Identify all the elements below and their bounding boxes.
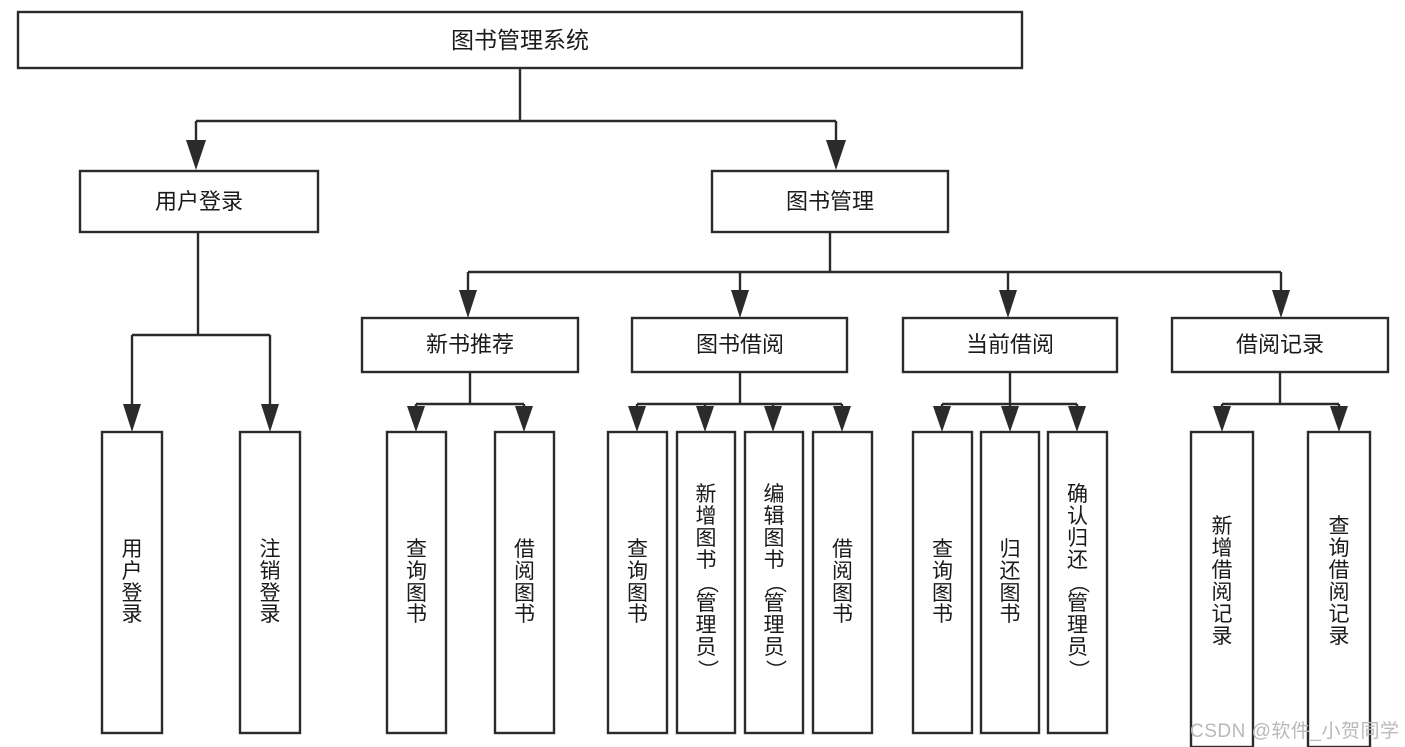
connector-current-to-leaves	[933, 372, 1086, 432]
node-user-login-label: 用户登录	[155, 189, 243, 214]
leaf-edit-book-admin[interactable]	[743, 430, 805, 735]
node-book-borrow[interactable]	[630, 316, 849, 374]
leaf-query-book-nbr[interactable]	[385, 430, 448, 735]
connector-bookmgmt-to-level3	[459, 232, 1290, 318]
watermark: CSDN @软件_小贺同学	[1190, 721, 1400, 742]
leaf-return-book[interactable]	[979, 430, 1041, 735]
node-user-login[interactable]	[78, 169, 320, 234]
connector-userlogin-to-leaves	[123, 232, 279, 432]
connector-record-to-leaves	[1213, 372, 1348, 432]
leaf-borrow-book-nbr[interactable]	[493, 430, 556, 735]
leaf-borrow-book-bb[interactable]	[811, 430, 874, 735]
node-root[interactable]	[16, 10, 1024, 70]
node-current-borrow[interactable]	[901, 316, 1119, 374]
leaf-add-book-admin[interactable]	[675, 430, 737, 735]
node-borrow-record[interactable]	[1170, 316, 1390, 374]
node-borrow-record-label: 借阅记录	[1236, 332, 1324, 357]
node-book-management[interactable]	[710, 169, 950, 234]
connector-borrow-to-leaves	[628, 372, 851, 432]
leaf-confirm-return-admin[interactable]	[1046, 430, 1109, 735]
leaf-query-book-cb[interactable]	[911, 430, 974, 735]
node-book-borrow-label: 图书借阅	[696, 332, 784, 357]
leaf-add-borrow-record[interactable]	[1189, 430, 1255, 747]
node-new-book-recommend[interactable]	[360, 316, 580, 374]
node-new-book-recommend-label: 新书推荐	[426, 332, 514, 357]
leaf-query-book-bb[interactable]	[606, 430, 669, 735]
leaf-query-borrow-record[interactable]	[1306, 430, 1372, 747]
node-current-borrow-label: 当前借阅	[966, 332, 1054, 357]
node-book-management-label: 图书管理	[786, 189, 874, 214]
node-root-label: 图书管理系统	[451, 27, 589, 53]
leaf-user-login[interactable]	[100, 430, 164, 735]
leaf-user-logout[interactable]	[238, 430, 302, 735]
connector-root-to-level2	[186, 68, 846, 170]
connector-newbook-to-leaves	[407, 372, 533, 432]
